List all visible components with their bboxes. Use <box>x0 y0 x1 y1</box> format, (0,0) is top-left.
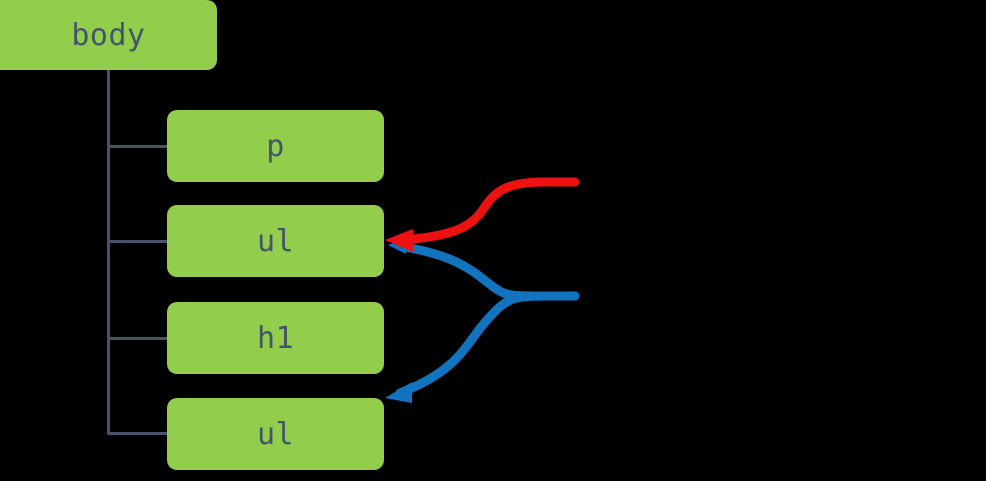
tree-node-h1[interactable]: h1 <box>167 302 384 374</box>
tree-node-ul-first-label: ul <box>256 223 295 259</box>
red-arrow-head <box>385 229 413 252</box>
tree-connector-lines <box>107 70 168 435</box>
tree-node-ul-second-label: ul <box>256 416 295 452</box>
tree-node-body-label: body <box>71 17 146 53</box>
blue-annotation-arrows <box>385 237 580 403</box>
blue-arrow-down-path <box>395 291 580 398</box>
blue-arrow-up-path <box>395 241 580 301</box>
tree-node-h1-label: h1 <box>256 320 295 356</box>
blue-arrow-up-head <box>388 237 409 254</box>
blue-arrow-down-head <box>385 382 412 403</box>
tree-node-ul-second[interactable]: ul <box>167 398 384 470</box>
red-arrow-path <box>397 177 580 245</box>
tree-node-p-label: p <box>266 128 285 164</box>
tree-node-ul-first[interactable]: ul <box>167 205 384 277</box>
tree-node-body[interactable]: body <box>0 0 217 70</box>
tree-node-p[interactable]: p <box>167 110 384 182</box>
red-annotation-arrow <box>385 177 580 252</box>
